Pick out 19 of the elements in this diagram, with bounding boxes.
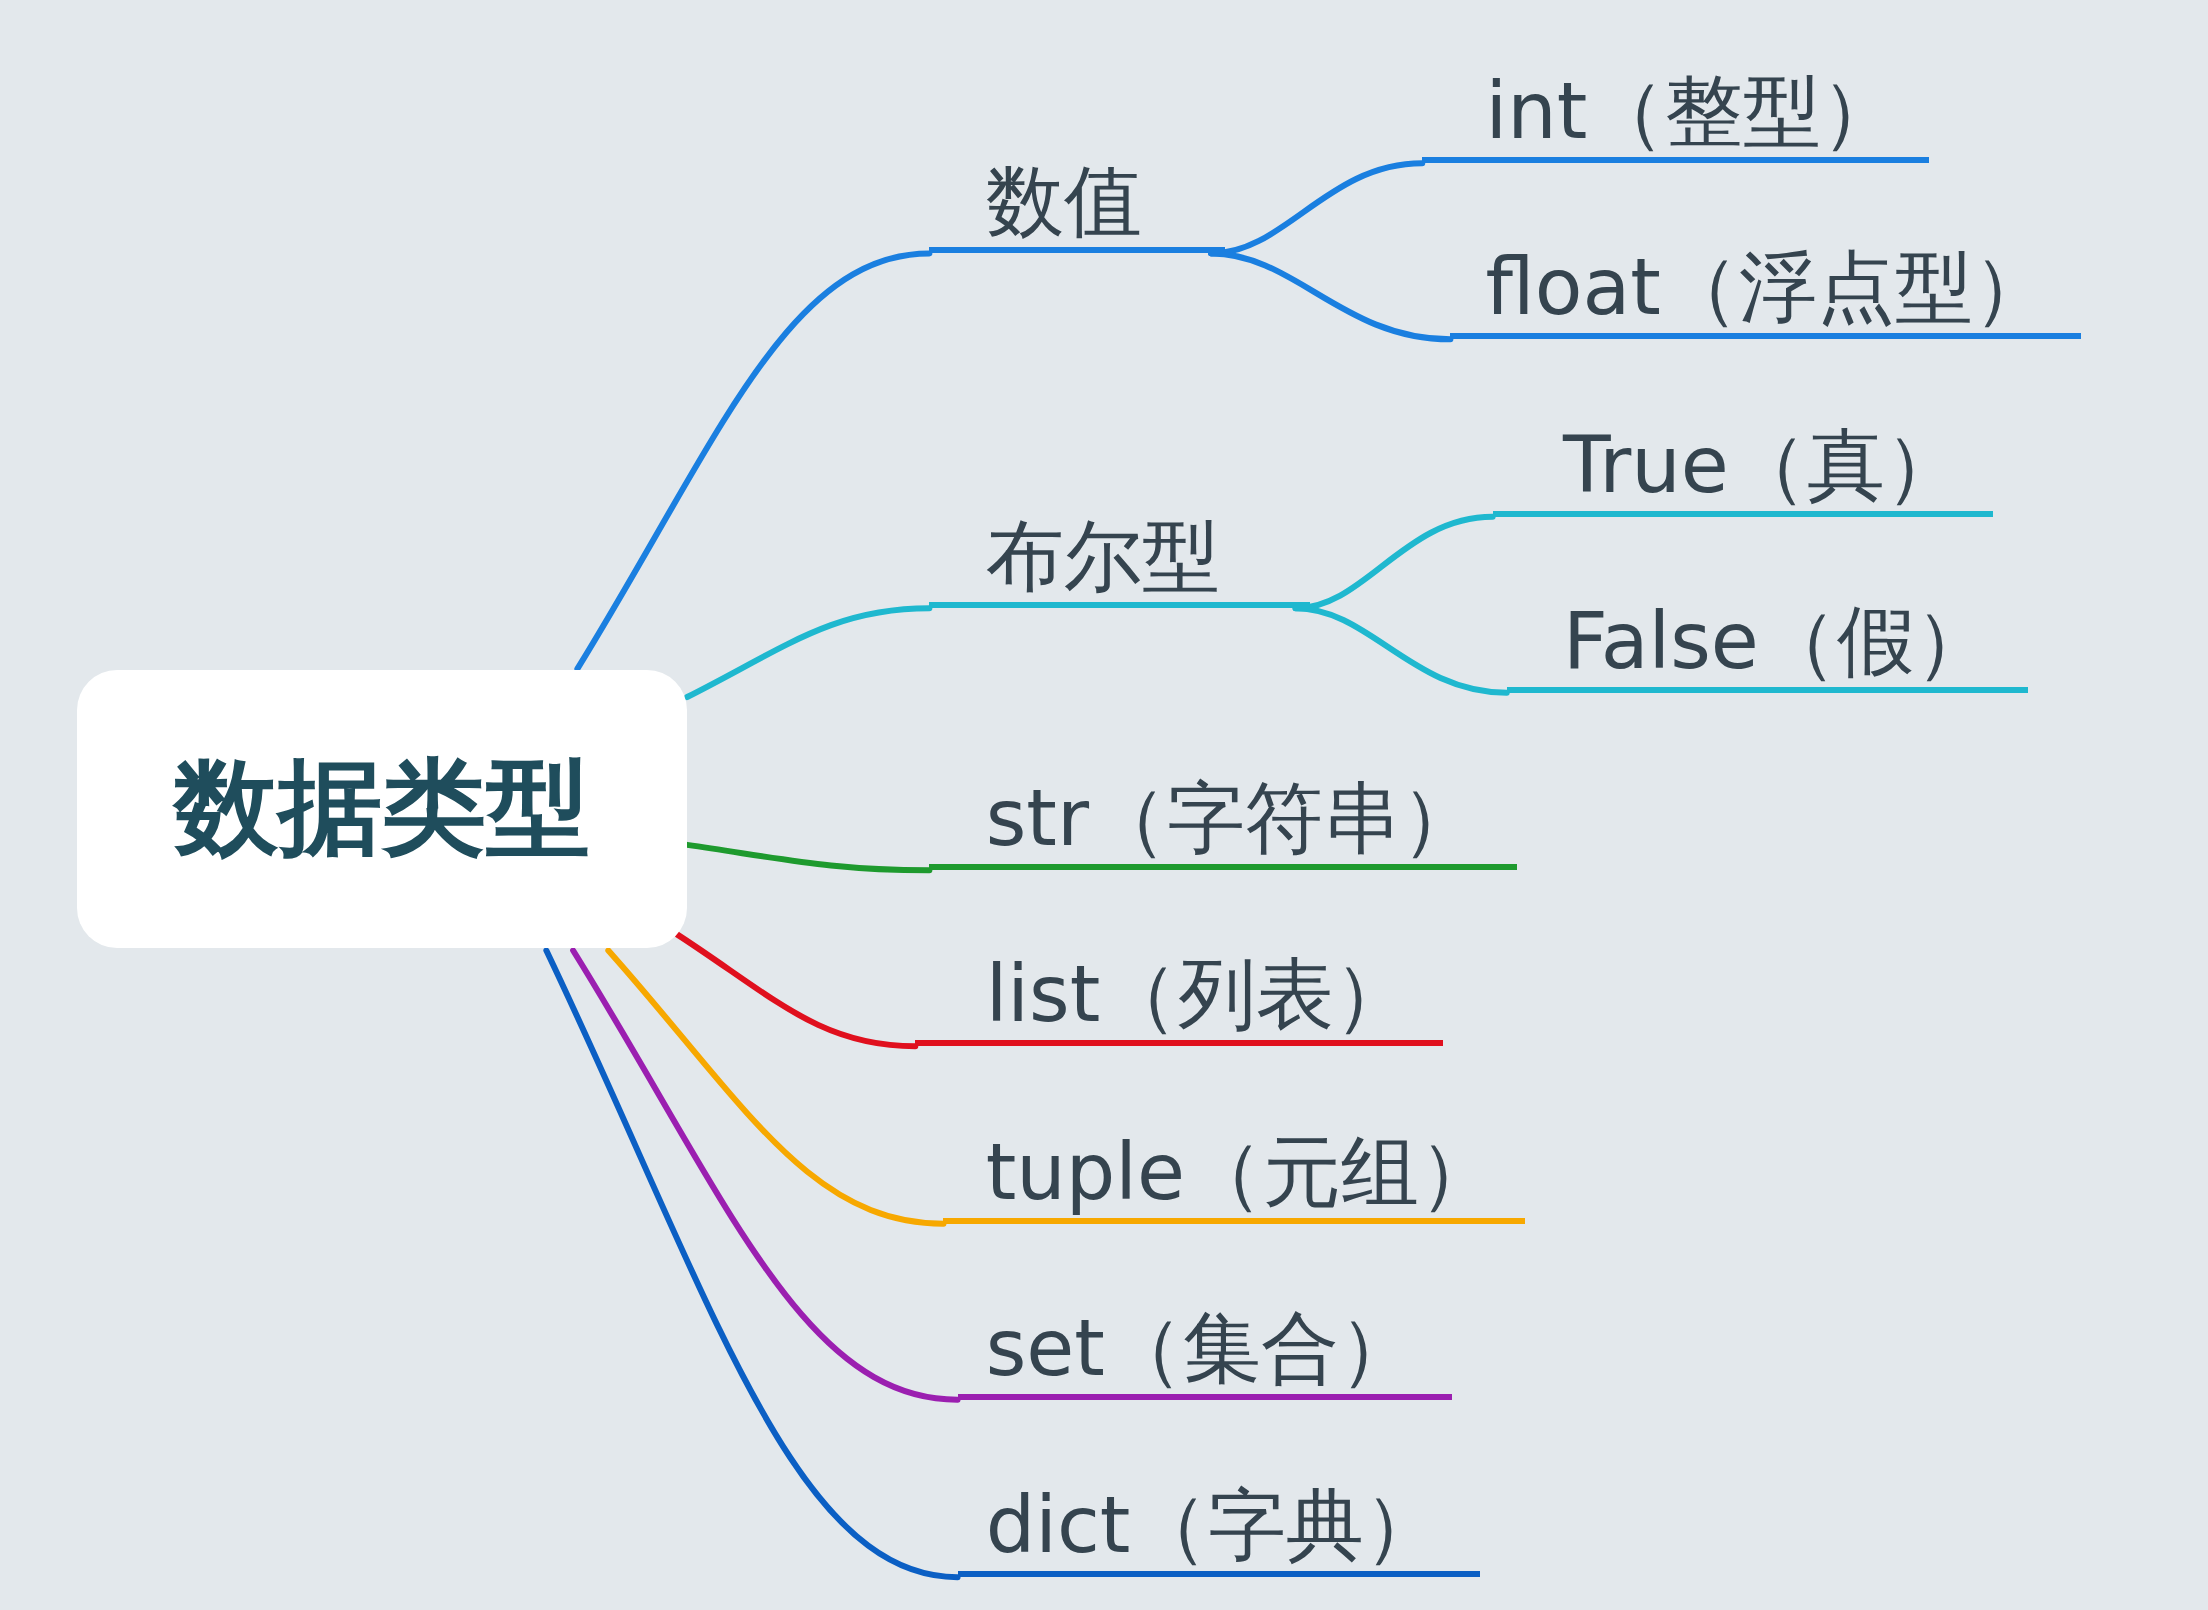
topic-label: 布尔型 (929, 508, 1310, 609)
branch-line (543, 947, 961, 1581)
branch-line (684, 605, 933, 701)
branch-line (605, 947, 947, 1227)
topic-label: int（整型） (1422, 63, 1930, 164)
branch-line (1208, 250, 1454, 343)
topic-label: list（列表） (915, 946, 1444, 1047)
topic-label: True（真） (1492, 416, 1993, 517)
topic-label: float（浮点型） (1450, 239, 2082, 340)
topic-label: tuple（元组） (943, 1123, 1526, 1224)
topic-label: 数值 (929, 153, 1226, 254)
topic-label: set（集合） (957, 1299, 1452, 1400)
branch-line (1292, 605, 1510, 696)
topic-label: dict（字典） (957, 1477, 1480, 1578)
topic-label: str（字符串） (929, 770, 1517, 871)
topic-label: False（假） (1506, 592, 2028, 693)
root-box: 数据类型 (77, 670, 688, 948)
branch-line (574, 250, 933, 672)
branch-line (570, 947, 961, 1403)
